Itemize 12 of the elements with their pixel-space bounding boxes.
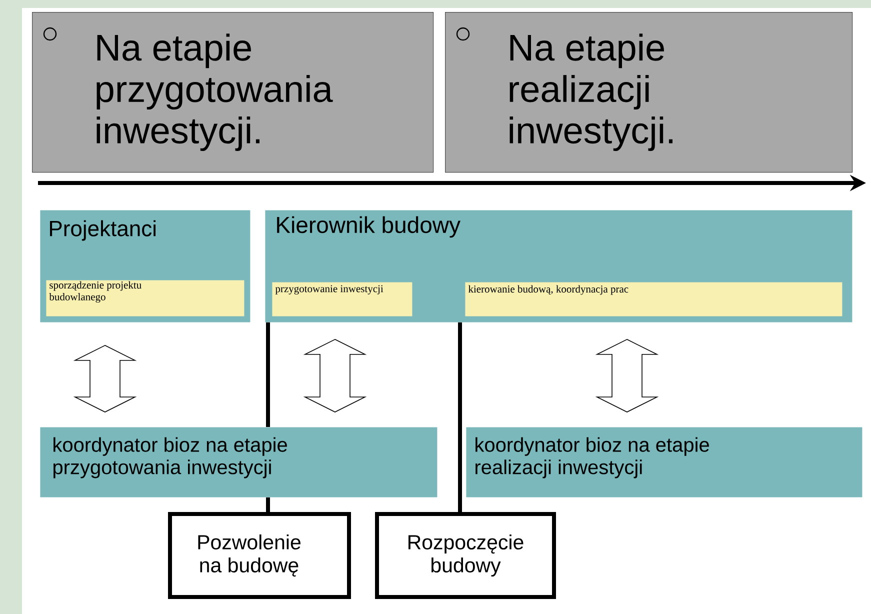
phase-box: Na etapie realizacji inwestycji. [445,12,853,173]
phase-box: Na etapie przygotowania inwestycji. [32,12,434,173]
divider-line [458,322,462,512]
task-box: sporządzenie projektu budowlanego [46,280,244,316]
task-box: kierowanie budową, koordynacja prac [465,282,842,316]
divider-line [266,497,270,512]
divider-line [266,322,270,427]
milestone-box: Rozpoczęcie budowy [375,512,556,599]
role-box: koordynator bioz na etapie realizacji inwestycji [466,427,862,498]
milestone-box: Pozwolenie na budowę [168,512,351,599]
task-box: przygotowanie inwestycji [272,282,412,316]
role-box: koordynator bioz na etapie przygotowania inwestycji [40,427,438,498]
